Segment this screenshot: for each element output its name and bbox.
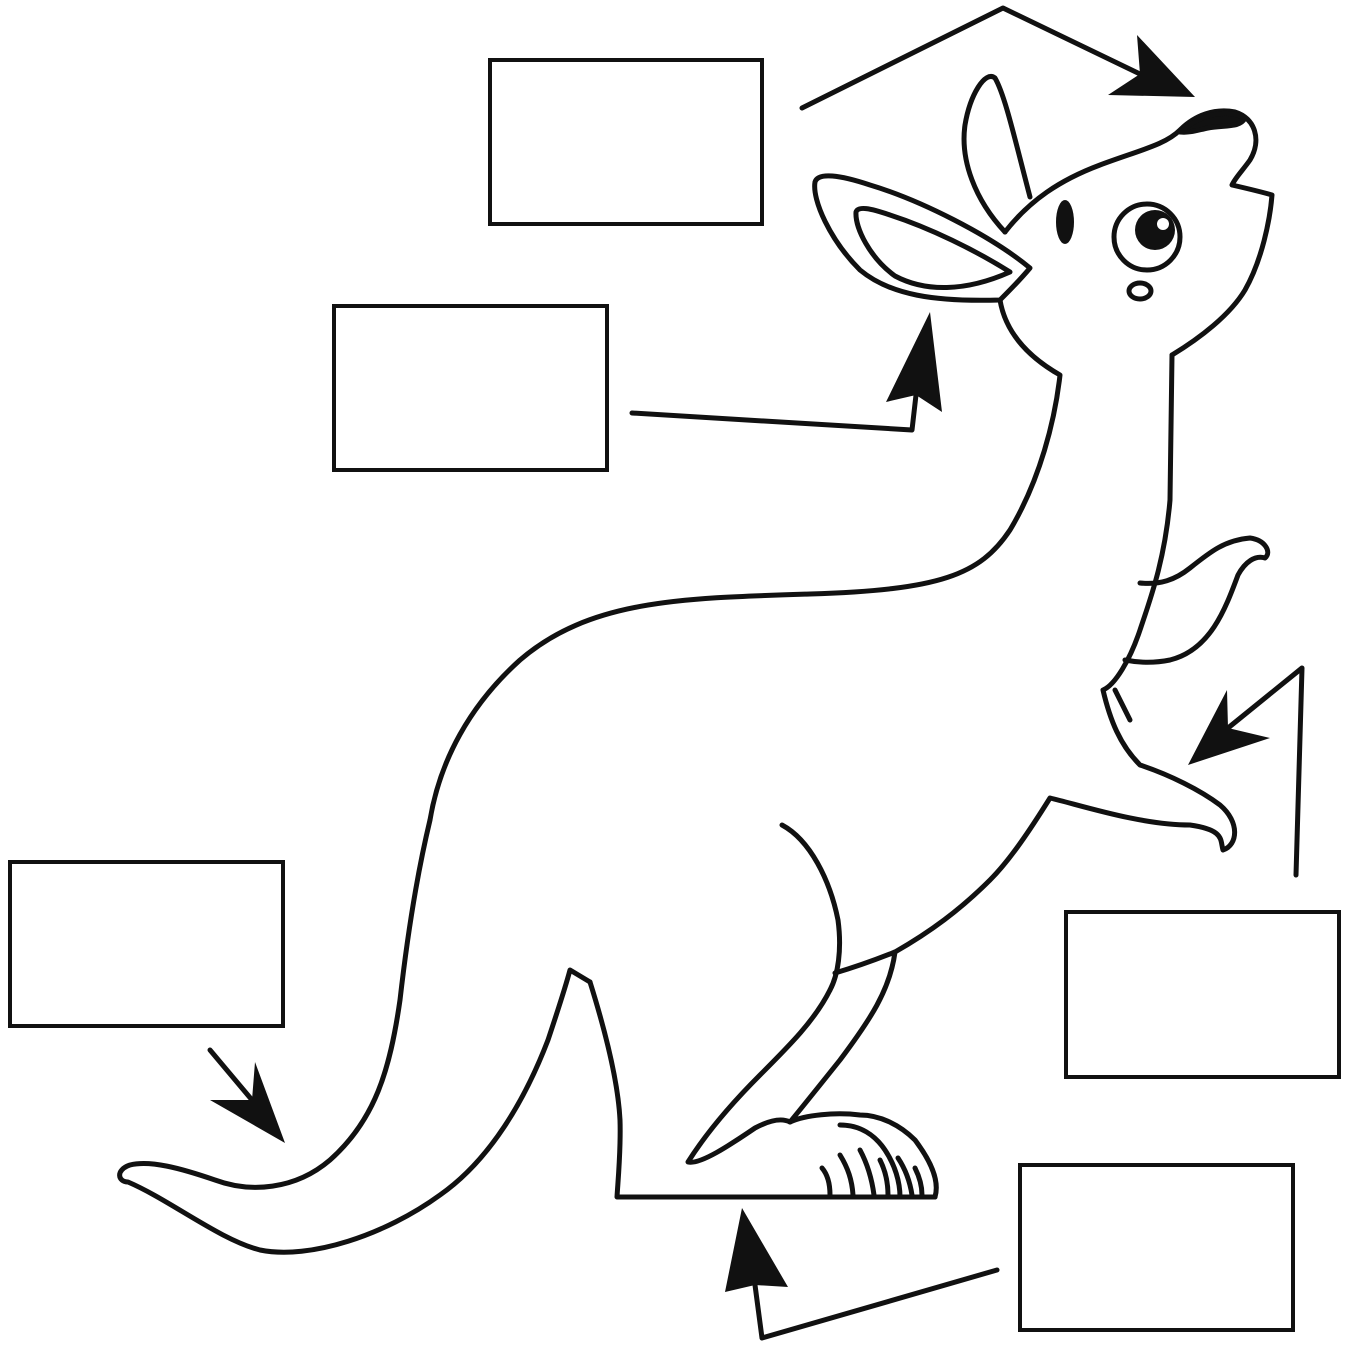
- pointer-tail: [210, 1050, 285, 1143]
- front-ear-inner: [856, 208, 1010, 287]
- pupil: [1135, 210, 1175, 250]
- pointer-ear: [632, 312, 942, 430]
- hind-leg-back: [688, 990, 830, 1162]
- hind-leg-front: [790, 952, 895, 1122]
- label-box-tail[interactable]: [8, 860, 285, 1028]
- label-box-nose[interactable]: [488, 58, 764, 226]
- back-ear: [964, 76, 1030, 232]
- front-arm: [1115, 690, 1130, 720]
- pointer-nose: [802, 8, 1195, 108]
- hind-foot-toe: [840, 1125, 900, 1197]
- label-box-ear[interactable]: [332, 304, 609, 472]
- claw-2: [840, 1155, 853, 1195]
- claw-4: [880, 1160, 888, 1195]
- front-outline: [835, 355, 1235, 973]
- pointer-foot: [725, 1208, 997, 1338]
- nose: [1180, 113, 1245, 132]
- claw-3: [860, 1150, 874, 1195]
- pointer-paw: [1188, 668, 1302, 875]
- front-ear-outer: [815, 176, 1030, 300]
- eye-socket: [1056, 200, 1074, 244]
- label-box-hind-foot[interactable]: [1018, 1163, 1295, 1332]
- label-box-front-paw[interactable]: [1064, 910, 1341, 1079]
- tear-drop: [1129, 283, 1151, 299]
- claw-6: [915, 1168, 922, 1195]
- hind-leg-curve: [782, 825, 840, 990]
- eye-highlight: [1157, 218, 1169, 230]
- pouch: [1125, 538, 1268, 662]
- claw-1: [822, 1168, 830, 1195]
